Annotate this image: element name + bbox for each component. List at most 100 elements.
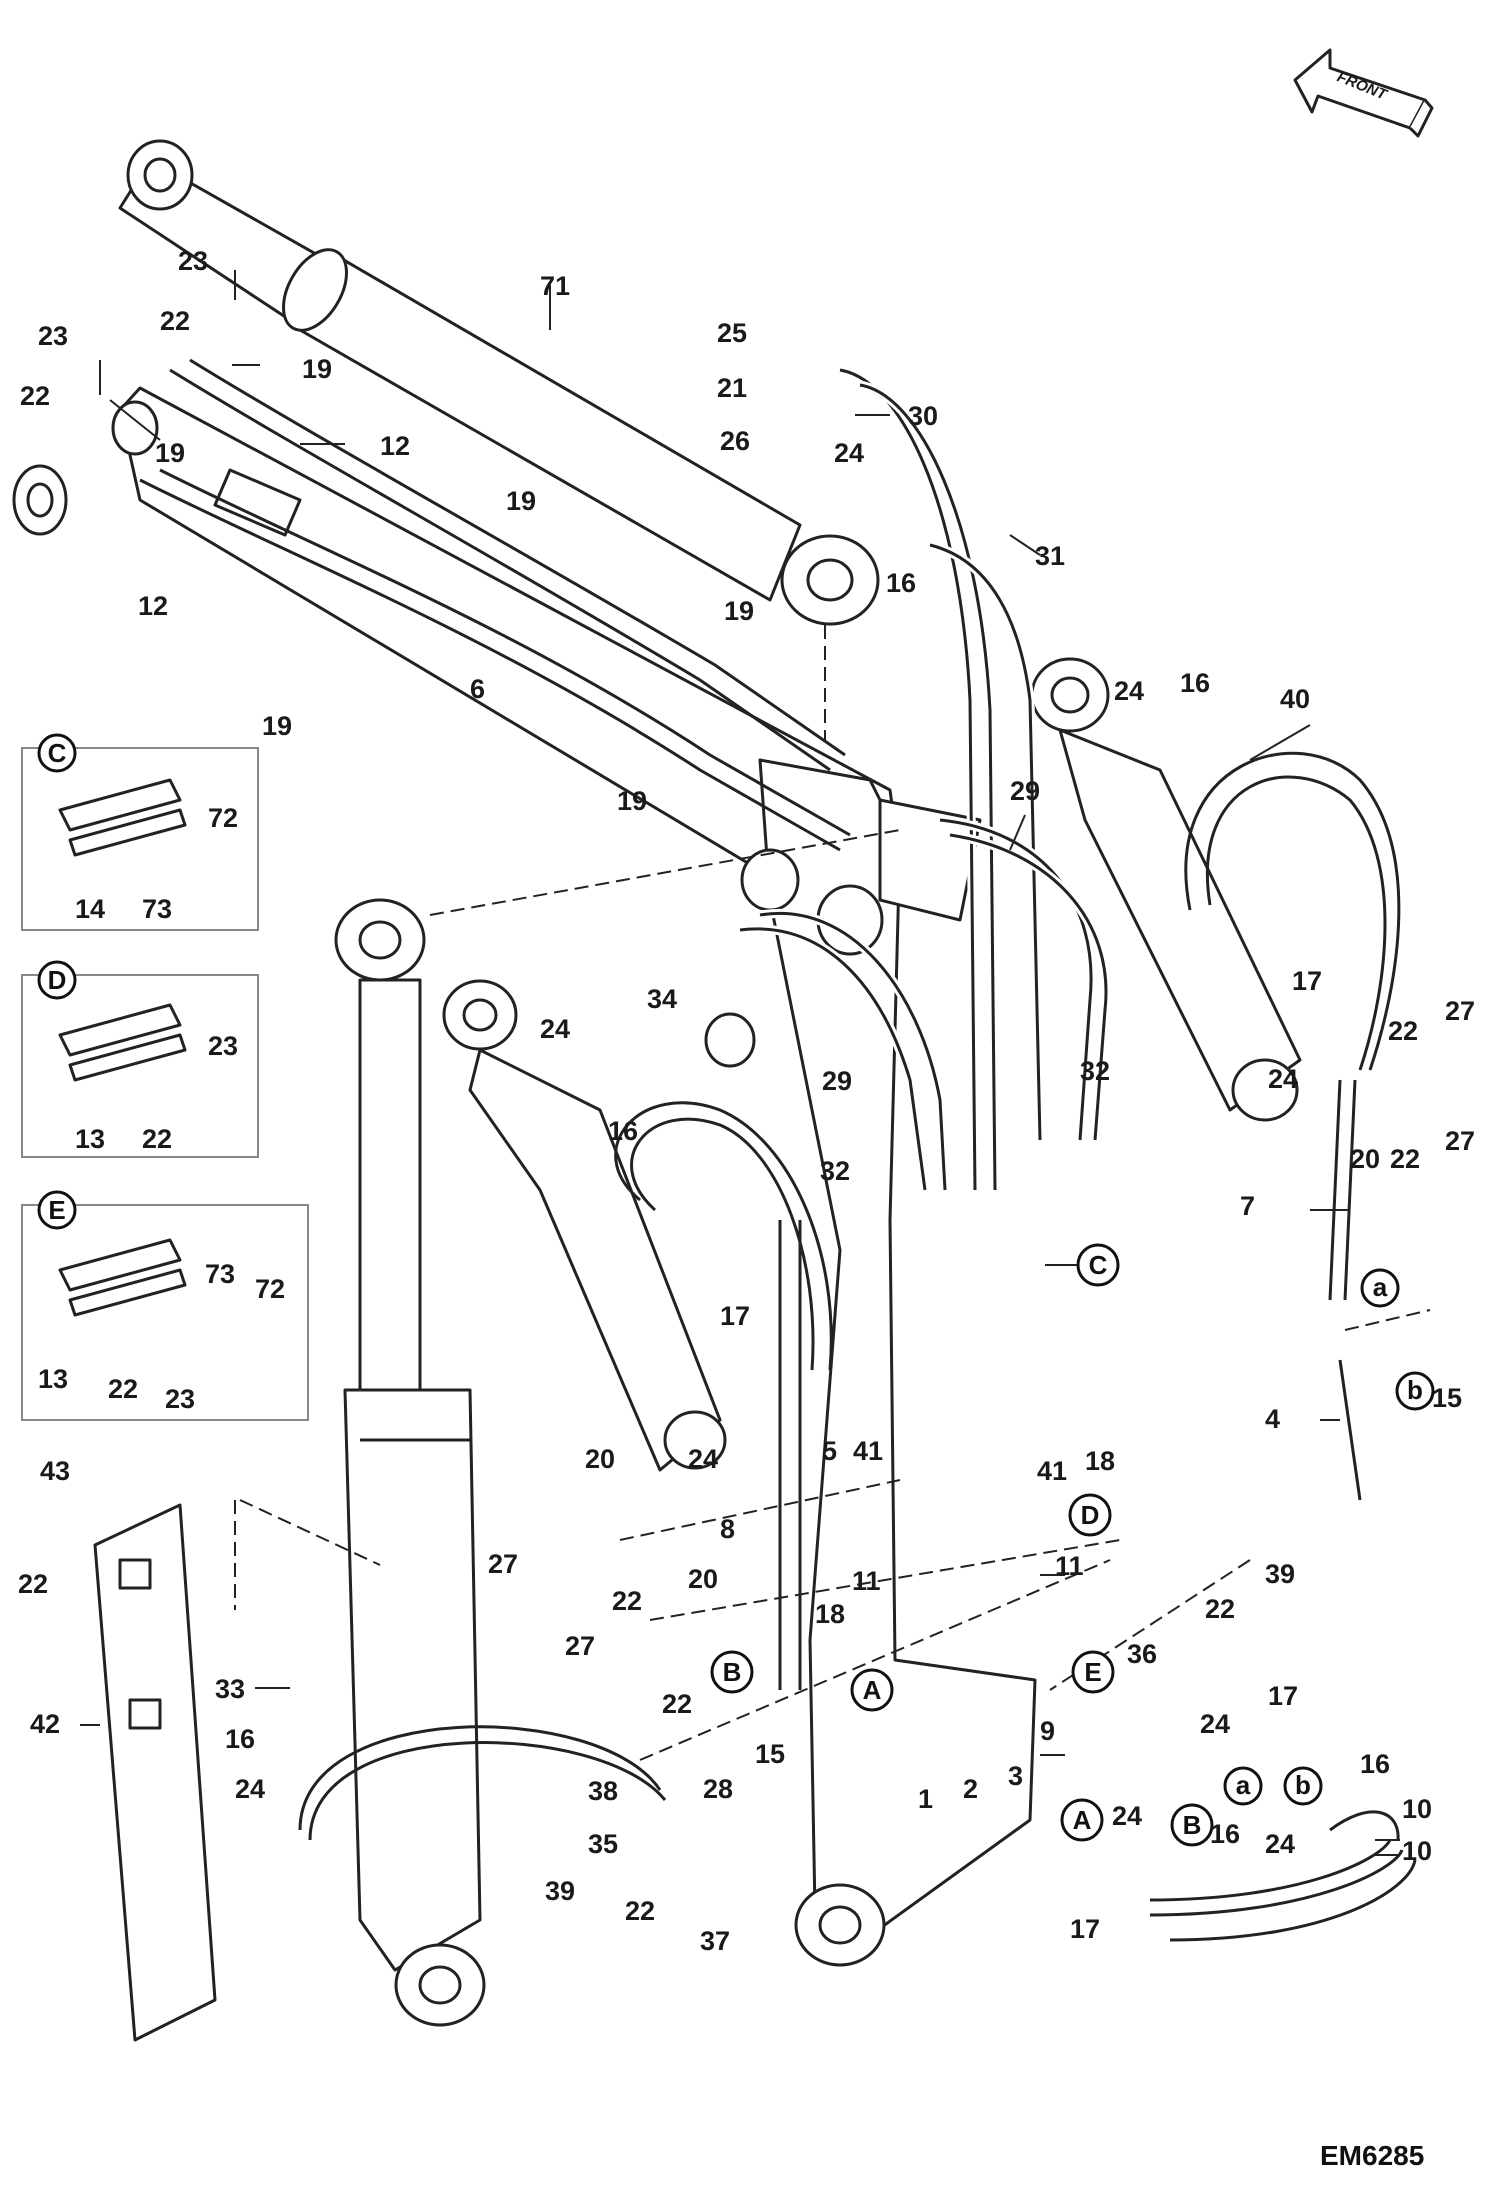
part-number: 23 [38, 321, 68, 351]
part-number: 22 [625, 1896, 655, 1926]
part-number: 24 [1114, 676, 1144, 706]
svg-text:B: B [723, 1657, 742, 1687]
part-number: 30 [908, 401, 938, 431]
part-number: 27 [1445, 996, 1475, 1026]
circle-label: B [710, 1650, 754, 1694]
part-number: 1 [918, 1784, 933, 1814]
part-number: 18 [1085, 1446, 1115, 1476]
svg-text:D: D [1081, 1500, 1100, 1530]
part-number: 27 [565, 1631, 595, 1661]
part-number: 22 [662, 1689, 692, 1719]
part-number: 4 [1265, 1404, 1280, 1434]
part-number: 28 [703, 1774, 733, 1804]
part-number: 22 [20, 381, 50, 411]
part-number: 13 [75, 1124, 105, 1154]
part-number: 26 [720, 426, 750, 456]
circle-label: a [1360, 1268, 1400, 1308]
part-number: 24 [1265, 1829, 1295, 1859]
part-number: 17 [720, 1301, 750, 1331]
part-number: 41 [1037, 1456, 1067, 1486]
svg-text:C: C [48, 738, 67, 768]
circle-label: A [850, 1668, 894, 1712]
part-number: 22 [160, 306, 190, 336]
svg-text:A: A [863, 1675, 882, 1705]
part-number: 23 [165, 1384, 195, 1414]
part-number: 8 [720, 1514, 735, 1544]
part-number: 24 [834, 438, 864, 468]
part-number: 22 [1205, 1594, 1235, 1624]
part-number: 12 [138, 591, 168, 621]
part-number: 41 [853, 1436, 883, 1466]
part-number: 34 [647, 984, 677, 1014]
boom-cylinder [118, 139, 880, 626]
part-number: 35 [588, 1829, 618, 1859]
circle-label: E [37, 1190, 77, 1230]
svg-text:b: b [1407, 1375, 1423, 1405]
part-number: 17 [1268, 1681, 1298, 1711]
part-number: 22 [612, 1586, 642, 1616]
part-number: 10 [1402, 1836, 1432, 1866]
part-number: 24 [540, 1014, 570, 1044]
part-number: 22 [142, 1124, 172, 1154]
part-number: 17 [1070, 1914, 1100, 1944]
part-number: 16 [608, 1116, 638, 1146]
circle-labels: C D E C D E A B a b A B a b [37, 733, 1435, 1847]
part-number: 19 [506, 486, 536, 516]
part-number: 23 [178, 246, 208, 276]
part-number: 32 [820, 1156, 850, 1186]
svg-text:b: b [1295, 1770, 1311, 1800]
part-number: 2 [963, 1774, 978, 1804]
part-number: 23 [208, 1031, 238, 1061]
part-number: 39 [545, 1876, 575, 1906]
svg-text:E: E [48, 1195, 65, 1225]
circle-label: C [37, 733, 77, 773]
part-number: 24 [1112, 1801, 1142, 1831]
main-boom [704, 758, 1037, 1967]
arm-cylinder [442, 979, 727, 1472]
part-number: 20 [688, 1564, 718, 1594]
part-number: 19 [302, 354, 332, 384]
part-number: 24 [1200, 1709, 1230, 1739]
part-number: 11 [852, 1566, 881, 1596]
part-number: 22 [1390, 1144, 1420, 1174]
part-number: 20 [585, 1444, 615, 1474]
part-number: 29 [1010, 776, 1040, 806]
part-number: 16 [1210, 1819, 1240, 1849]
part-number: 32 [1080, 1056, 1110, 1086]
swing-cylinder [334, 898, 486, 2027]
circle-label: a [1223, 1766, 1263, 1806]
part-number: 22 [1388, 1016, 1418, 1046]
part-number: 36 [1127, 1639, 1157, 1669]
drawing-code: EM6285 [1320, 2140, 1424, 2171]
part-number: 17 [1292, 966, 1322, 996]
part-number: 16 [1180, 668, 1210, 698]
circle-label: B [1170, 1803, 1214, 1847]
part-number: 43 [40, 1456, 70, 1486]
circle-label: E [1071, 1650, 1115, 1694]
circle-label: A [1060, 1798, 1104, 1842]
part-number: 73 [142, 894, 172, 924]
part-number-labels: 71 23 22 19 23 22 19 12 12 25 21 30 26 2… [18, 246, 1475, 1956]
leader-lines [80, 270, 1400, 1856]
svg-text:A: A [1073, 1805, 1092, 1835]
part-number: 19 [155, 438, 185, 468]
front-arrow-icon: FRONT [1293, 48, 1434, 138]
part-number: 15 [1432, 1383, 1462, 1413]
part-number: 19 [262, 711, 292, 741]
inset-box-e [21, 1204, 309, 1421]
svg-text:B: B [1183, 1810, 1202, 1840]
part-number: 72 [208, 803, 238, 833]
part-number: 19 [724, 596, 754, 626]
part-number: 12 [380, 431, 410, 461]
part-number: 31 [1035, 541, 1065, 571]
circle-label: D [1068, 1493, 1112, 1537]
part-number: 37 [700, 1926, 730, 1956]
inset-box-c [21, 747, 259, 931]
part-number: 21 [717, 373, 747, 403]
svg-text:E: E [1084, 1657, 1101, 1687]
circle-label: b [1283, 1766, 1323, 1806]
part-number: 27 [488, 1549, 518, 1579]
hydraulic-hoses [139, 358, 1417, 1942]
part-number: 18 [815, 1599, 845, 1629]
